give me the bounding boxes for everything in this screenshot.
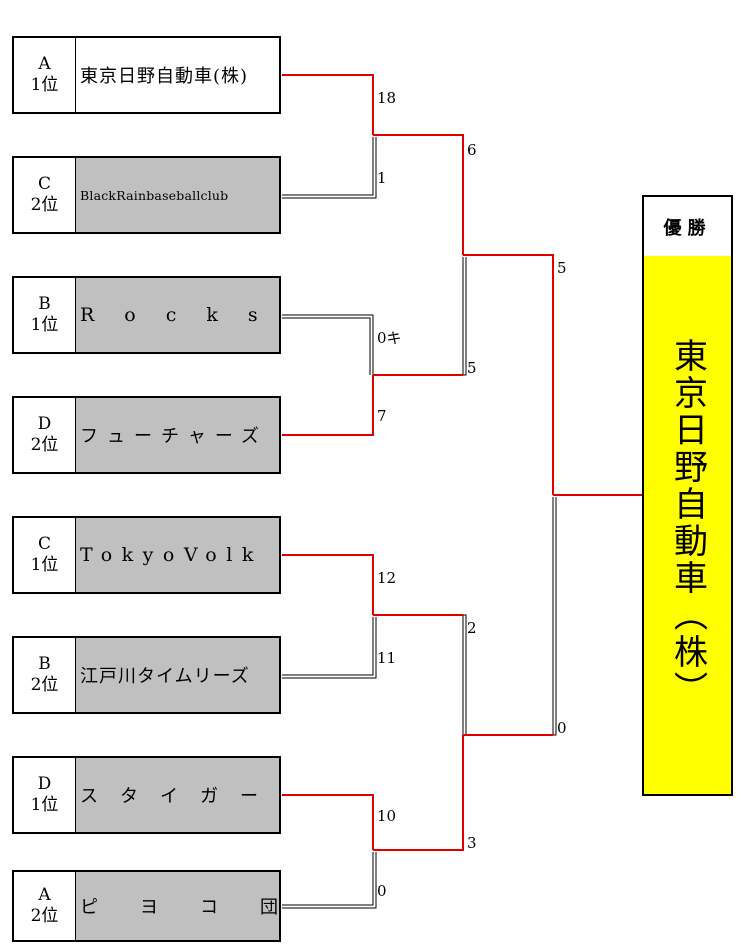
score-r1-1: 18 bbox=[377, 89, 397, 107]
score-r2-4: 3 bbox=[467, 834, 477, 852]
seed-cell: B 2位 bbox=[14, 638, 76, 712]
bracket-line-r3-2 bbox=[463, 497, 554, 736]
team-box-1: A 1位 東京日野自動車(株) bbox=[12, 36, 281, 114]
seed-cell: D 2位 bbox=[14, 398, 76, 472]
score-r1-6: 11 bbox=[377, 649, 397, 667]
seed-cell: D 1位 bbox=[14, 758, 76, 832]
team-name: スタイガー bbox=[76, 758, 279, 832]
seed-rank: 2位 bbox=[30, 435, 59, 455]
seed-rank: 1位 bbox=[30, 315, 59, 335]
score-r1-2: 1 bbox=[377, 169, 387, 187]
bracket-line-r2-1 bbox=[373, 134, 464, 255]
seed-rank: 1位 bbox=[30, 75, 59, 95]
score-r2-1: 6 bbox=[467, 141, 477, 159]
seed-group: D bbox=[37, 414, 52, 434]
team-box-6: B 2位 江戸川タイムリーズ bbox=[12, 636, 281, 714]
seed-rank: 2位 bbox=[30, 195, 59, 215]
score-r3-2: 0 bbox=[557, 719, 567, 737]
team-name: ピヨコ団 bbox=[76, 872, 279, 940]
score-r1-5: 12 bbox=[377, 569, 397, 587]
team-name: Rocks bbox=[76, 278, 279, 352]
seed-rank: 2位 bbox=[30, 675, 59, 695]
team-name: TokyoVolk bbox=[76, 518, 279, 592]
seed-rank: 1位 bbox=[30, 795, 59, 815]
team-box-5: C 1位 TokyoVolk bbox=[12, 516, 281, 594]
team-name: 江戸川タイムリーズ bbox=[76, 638, 279, 712]
team-box-3: B 1位 Rocks bbox=[12, 276, 281, 354]
score-r1-3: 0キ bbox=[377, 329, 402, 347]
team-box-8: A 2位 ピヨコ団 bbox=[12, 870, 281, 942]
seed-group: B bbox=[38, 294, 51, 314]
bracket-line-r3-2b bbox=[463, 497, 557, 736]
score-r2-2: 5 bbox=[467, 359, 477, 377]
team-name: フューチャーズ bbox=[76, 398, 279, 472]
seed-cell: A 1位 bbox=[14, 38, 76, 112]
score-r1-8: 0 bbox=[377, 882, 387, 900]
seed-cell: B 1位 bbox=[14, 278, 76, 352]
champion-name: 東京日野自動車（株） bbox=[667, 338, 708, 708]
seed-rank: 1位 bbox=[30, 555, 59, 575]
bracket-line-r1-8 bbox=[282, 852, 374, 906]
bracket-line-r1-8b bbox=[282, 852, 377, 909]
bracket-line-r2-2 bbox=[373, 257, 464, 376]
bracket-line-r1-7 bbox=[282, 794, 374, 850]
score-r1-7: 10 bbox=[377, 807, 397, 825]
seed-cell: C 1位 bbox=[14, 518, 76, 592]
bracket-line-r2-2b bbox=[373, 257, 467, 376]
seed-group: A bbox=[38, 885, 51, 905]
bracket-line-r1-6b bbox=[282, 617, 377, 679]
score-r3-1: 5 bbox=[557, 259, 567, 277]
bracket-line-r1-2b bbox=[282, 137, 377, 199]
bracket-line-r3-1 bbox=[463, 254, 554, 495]
seed-cell: C 2位 bbox=[14, 158, 76, 232]
bracket-line-r2-3 bbox=[373, 614, 464, 735]
team-name: 東京日野自動車(株) bbox=[76, 38, 279, 112]
team-name: BlackRainbaseballclub bbox=[76, 158, 279, 232]
seed-group: C bbox=[37, 174, 51, 194]
team-box-4: D 2位 フューチャーズ bbox=[12, 396, 281, 474]
bracket-line-r1-6 bbox=[282, 617, 374, 676]
seed-group: C bbox=[37, 534, 51, 554]
champion-box: 東京日野自動車（株） bbox=[642, 256, 733, 796]
bracket-line-r2-3b bbox=[373, 614, 467, 735]
bracket-line-r1-5 bbox=[282, 554, 374, 615]
team-box-2: C 2位 BlackRainbaseballclub bbox=[12, 156, 281, 234]
seed-cell: A 2位 bbox=[14, 872, 76, 940]
bracket-line-r1-3 bbox=[282, 314, 374, 375]
bracket-line-r1-1 bbox=[282, 74, 374, 135]
score-r1-4: 7 bbox=[377, 407, 387, 425]
bracket-line-r1-4 bbox=[282, 375, 374, 436]
seed-group: B bbox=[38, 654, 51, 674]
seed-group: A bbox=[38, 54, 51, 74]
seed-group: D bbox=[37, 774, 52, 794]
bracket-line-r1-2 bbox=[282, 137, 374, 196]
team-box-7: D 1位 スタイガー bbox=[12, 756, 281, 834]
score-r2-3: 2 bbox=[467, 619, 477, 637]
champion-label: 優勝 bbox=[642, 195, 733, 257]
bracket-line-r2-4 bbox=[373, 735, 464, 851]
seed-rank: 2位 bbox=[30, 906, 59, 926]
bracket-line-r1-3b bbox=[282, 317, 371, 375]
